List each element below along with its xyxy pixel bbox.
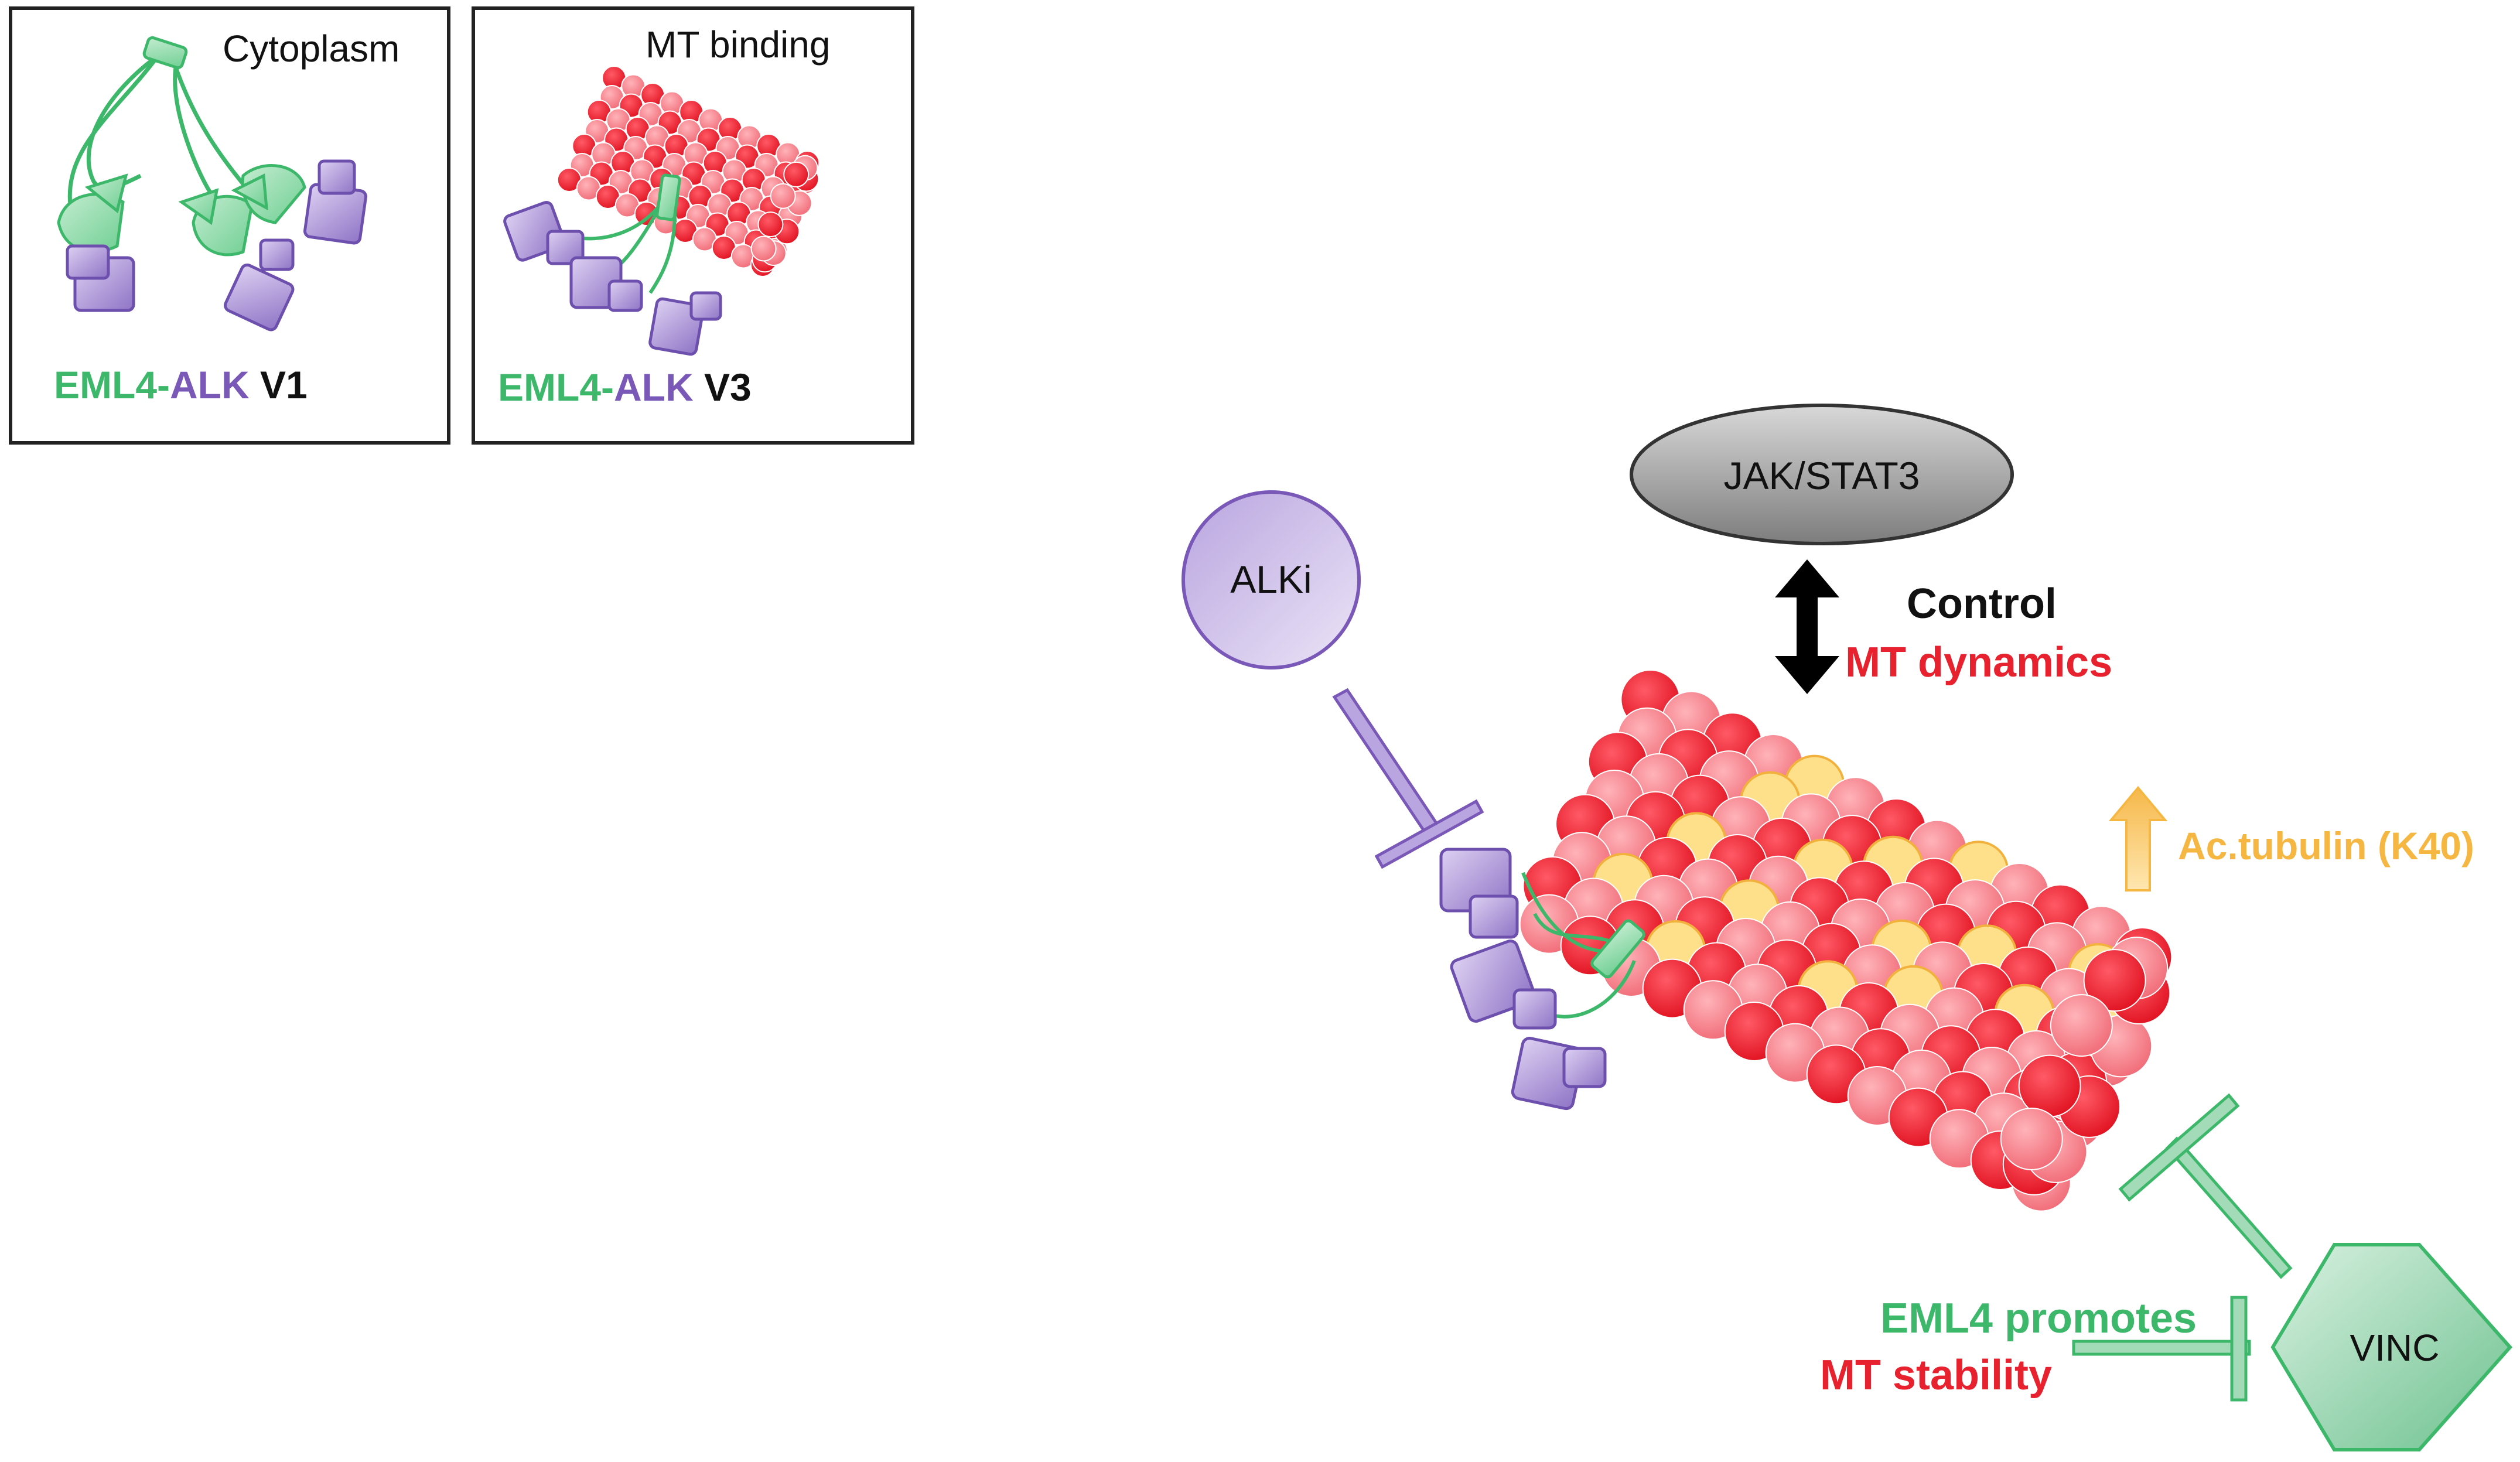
tubulin-end-subunit: [757, 211, 784, 238]
control-label: Control: [1907, 580, 2057, 627]
tubulin-end-subunit: [2050, 994, 2113, 1057]
vinc-inhibits-mt: [2118, 1093, 2293, 1279]
alk-kinases-v3: [503, 201, 722, 356]
alki-node: ALKi: [1182, 490, 1361, 669]
vinc-label: VINC: [2350, 1327, 2440, 1369]
alk-kinases-main: [1439, 848, 1607, 1111]
variant-v1-label: EML4-ALK V1: [54, 363, 308, 407]
vinc-node: VINC: [2270, 1243, 2513, 1451]
control-double-arrow: [1775, 559, 1839, 694]
panel-v3: MT binding EML4-ALK V3: [472, 6, 914, 445]
alki-label: ALKi: [1230, 558, 1312, 601]
jak-stat3-label: JAK/STAT3: [1724, 454, 1920, 497]
eml4-coiled-coil: [142, 36, 188, 70]
ac-tubulin-label: Ac.tubulin (K40): [2178, 824, 2474, 867]
mt-binding-label: MT binding: [646, 23, 830, 66]
tubulin-end-subunit: [750, 235, 777, 262]
ac-tubulin-up-arrow: [2108, 785, 2168, 891]
mt-stability-label: MT stability: [1820, 1352, 2052, 1399]
tubulin-end-subunit: [2018, 1054, 2081, 1118]
eml4-propellers: [57, 164, 306, 257]
eml4-coiled-coil-v3: [655, 173, 681, 221]
tubulin-end-subunit: [2000, 1108, 2063, 1170]
jak-stat3-node: JAK/STAT3: [1630, 404, 2014, 545]
tubulin-end-subunit: [2083, 949, 2146, 1012]
alk-kinases: [66, 159, 368, 332]
mt-dynamics-label: MT dynamics: [1845, 639, 2112, 686]
alki-inhibition: [1332, 688, 1484, 869]
vinc-inhibits-eml4: [2072, 1296, 2251, 1402]
eml4-alk-on-mt: [1439, 848, 1645, 1111]
microtubule-small: [556, 66, 820, 277]
eml4-coiled-coil-main: [1590, 919, 1645, 979]
variant-v3-label: EML4-ALK V3: [498, 366, 752, 409]
eml4-promotes-label: EML4 promotes: [1880, 1295, 2197, 1342]
panel-v1: Cytoplasm EML4-ALK V1: [9, 6, 450, 445]
tubulin-end-subunit: [783, 161, 810, 187]
tubulin-end-subunit: [770, 183, 796, 209]
cytoplasm-label: Cytoplasm: [223, 28, 399, 70]
